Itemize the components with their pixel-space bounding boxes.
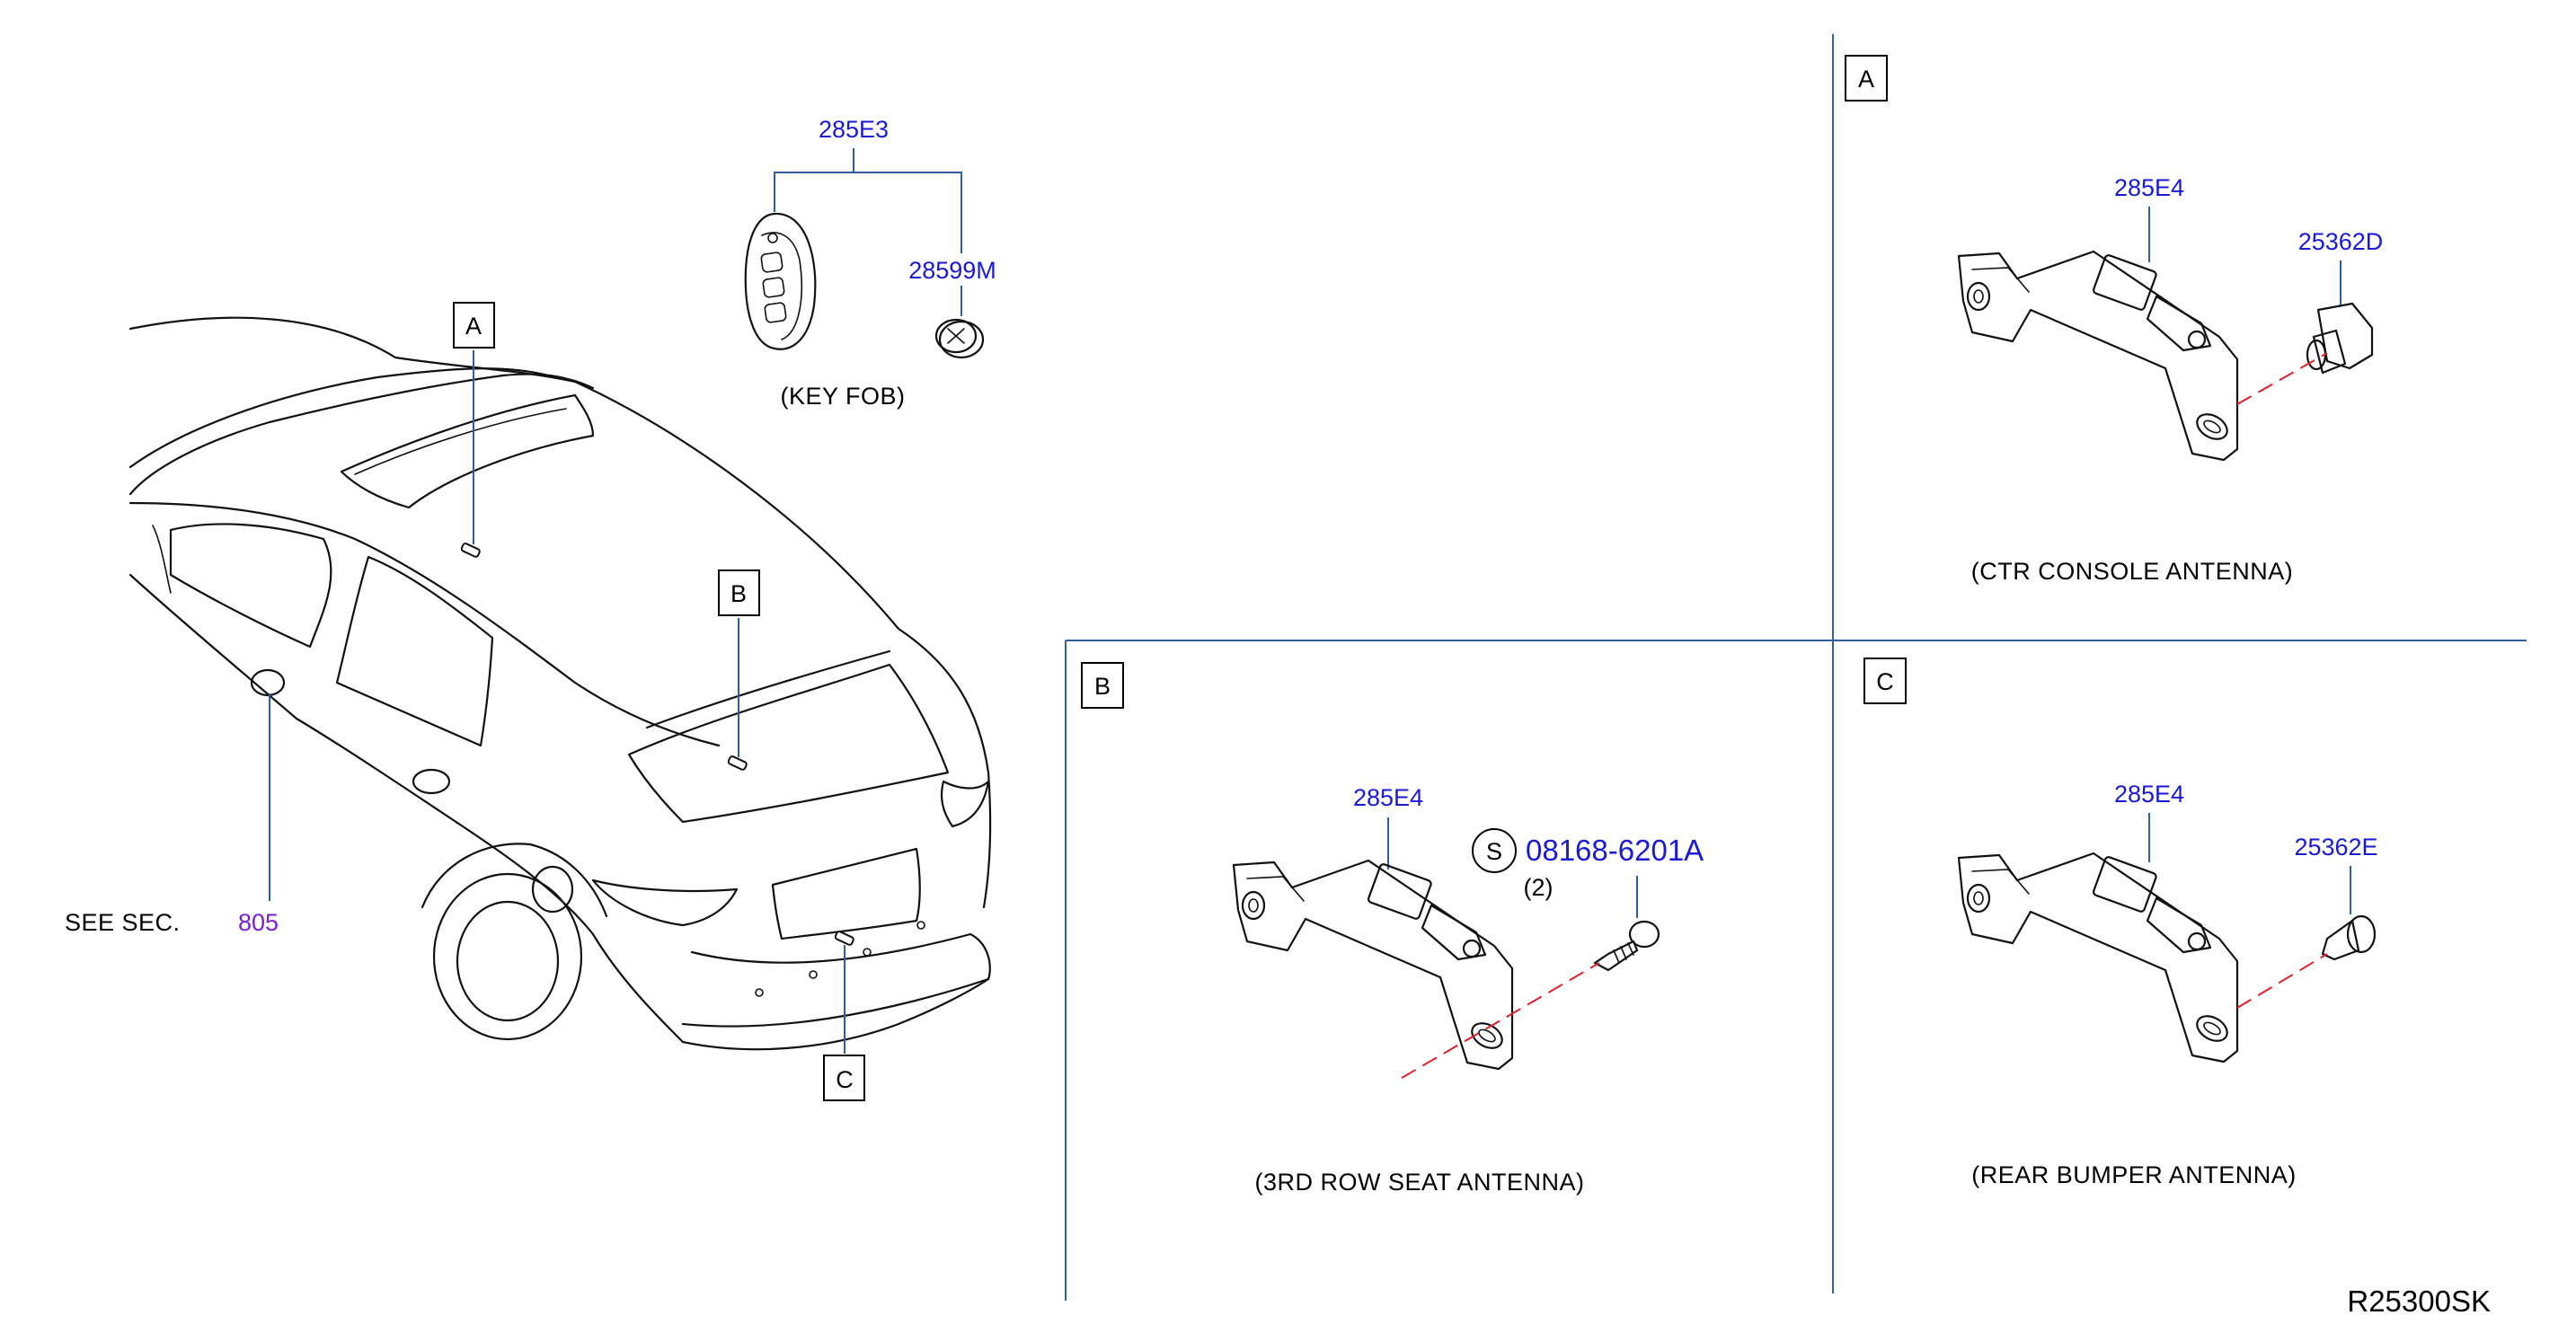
panel-a-fastener-part[interactable]: 25362D — [2298, 228, 2384, 255]
panel-a-antenna-part[interactable]: 285E4 — [2114, 174, 2184, 201]
diagram-id: R25300SK — [2347, 1284, 2491, 1318]
panel-dividers — [1065, 34, 2527, 1301]
panel-c-caption: (REAR BUMPER ANTENNA) — [1971, 1161, 2297, 1188]
see-sec-label: SEE SEC. — [65, 909, 181, 936]
see-sec-number[interactable]: 805 — [238, 909, 279, 936]
vehicle-callout-leaders — [269, 350, 845, 1054]
screw-symbol: S — [1486, 838, 1502, 865]
panel-b-caption: (3RD ROW SEAT ANTENNA) — [1254, 1169, 1584, 1196]
panel-c-ref: C — [1876, 668, 1894, 695]
panel-b: B 285E4 S 08168-6201A (2) (3RD R — [1081, 662, 1704, 1196]
panel-a: A 285E4 25362D (CTR CONSOLE ANTENNA) — [1845, 55, 2384, 585]
panel-c-antenna-part[interactable]: 285E4 — [2114, 781, 2184, 808]
panel-b-antenna-part[interactable]: 285E4 — [1353, 784, 1423, 811]
antenna-unit-b-icon — [1232, 859, 1514, 1071]
vehicle-callout-a: A — [453, 302, 495, 349]
vehicle-callout-b: B — [718, 569, 760, 616]
key-fob-caption: (KEY FOB) — [780, 383, 905, 410]
panel-b-screw-qty: (2) — [1524, 874, 1554, 901]
panel-a-caption: (CTR CONSOLE ANTENNA) — [1971, 558, 2294, 585]
antenna-unit-c-icon — [1957, 852, 2239, 1064]
antenna-marker-c — [834, 931, 854, 946]
panel-b-screw-part[interactable]: 08168-6201A — [1526, 834, 1704, 867]
vehicle-callout-a-label: A — [465, 313, 482, 340]
key-fob-group: 285E3 28599M (KEY FOB) — [744, 116, 996, 410]
key-fob-part-number[interactable]: 285E3 — [819, 116, 889, 143]
antenna-marker-a — [460, 543, 481, 558]
panel-a-ref: A — [1858, 66, 1874, 93]
panel-b-ref: B — [1094, 673, 1111, 700]
coin-battery-icon — [934, 318, 985, 359]
circle-s-symbol-icon — [1472, 828, 1517, 873]
panel-c: C 285E4 25362E (REAR BUMPER ANTENNA) — [1863, 658, 2378, 1188]
vehicle-illustration — [128, 316, 992, 1051]
screw-spec: S 08168-6201A (2) — [1472, 828, 1704, 901]
vehicle-callout-c: C — [823, 1055, 865, 1101]
antenna-marker-b — [727, 755, 748, 771]
panel-c-fastener-part[interactable]: 25362E — [2294, 834, 2377, 861]
clip-25362e-icon — [2321, 914, 2377, 961]
battery-part-number[interactable]: 28599M — [908, 257, 996, 284]
clip-25362d-icon — [2306, 302, 2374, 375]
key-fob-icon — [744, 212, 817, 350]
screw-08168-icon — [1593, 920, 1660, 972]
vehicle-callout-b-label: B — [730, 580, 747, 607]
vehicle-callout-c-label: C — [836, 1066, 854, 1093]
antenna-unit-a-icon — [1957, 250, 2239, 462]
